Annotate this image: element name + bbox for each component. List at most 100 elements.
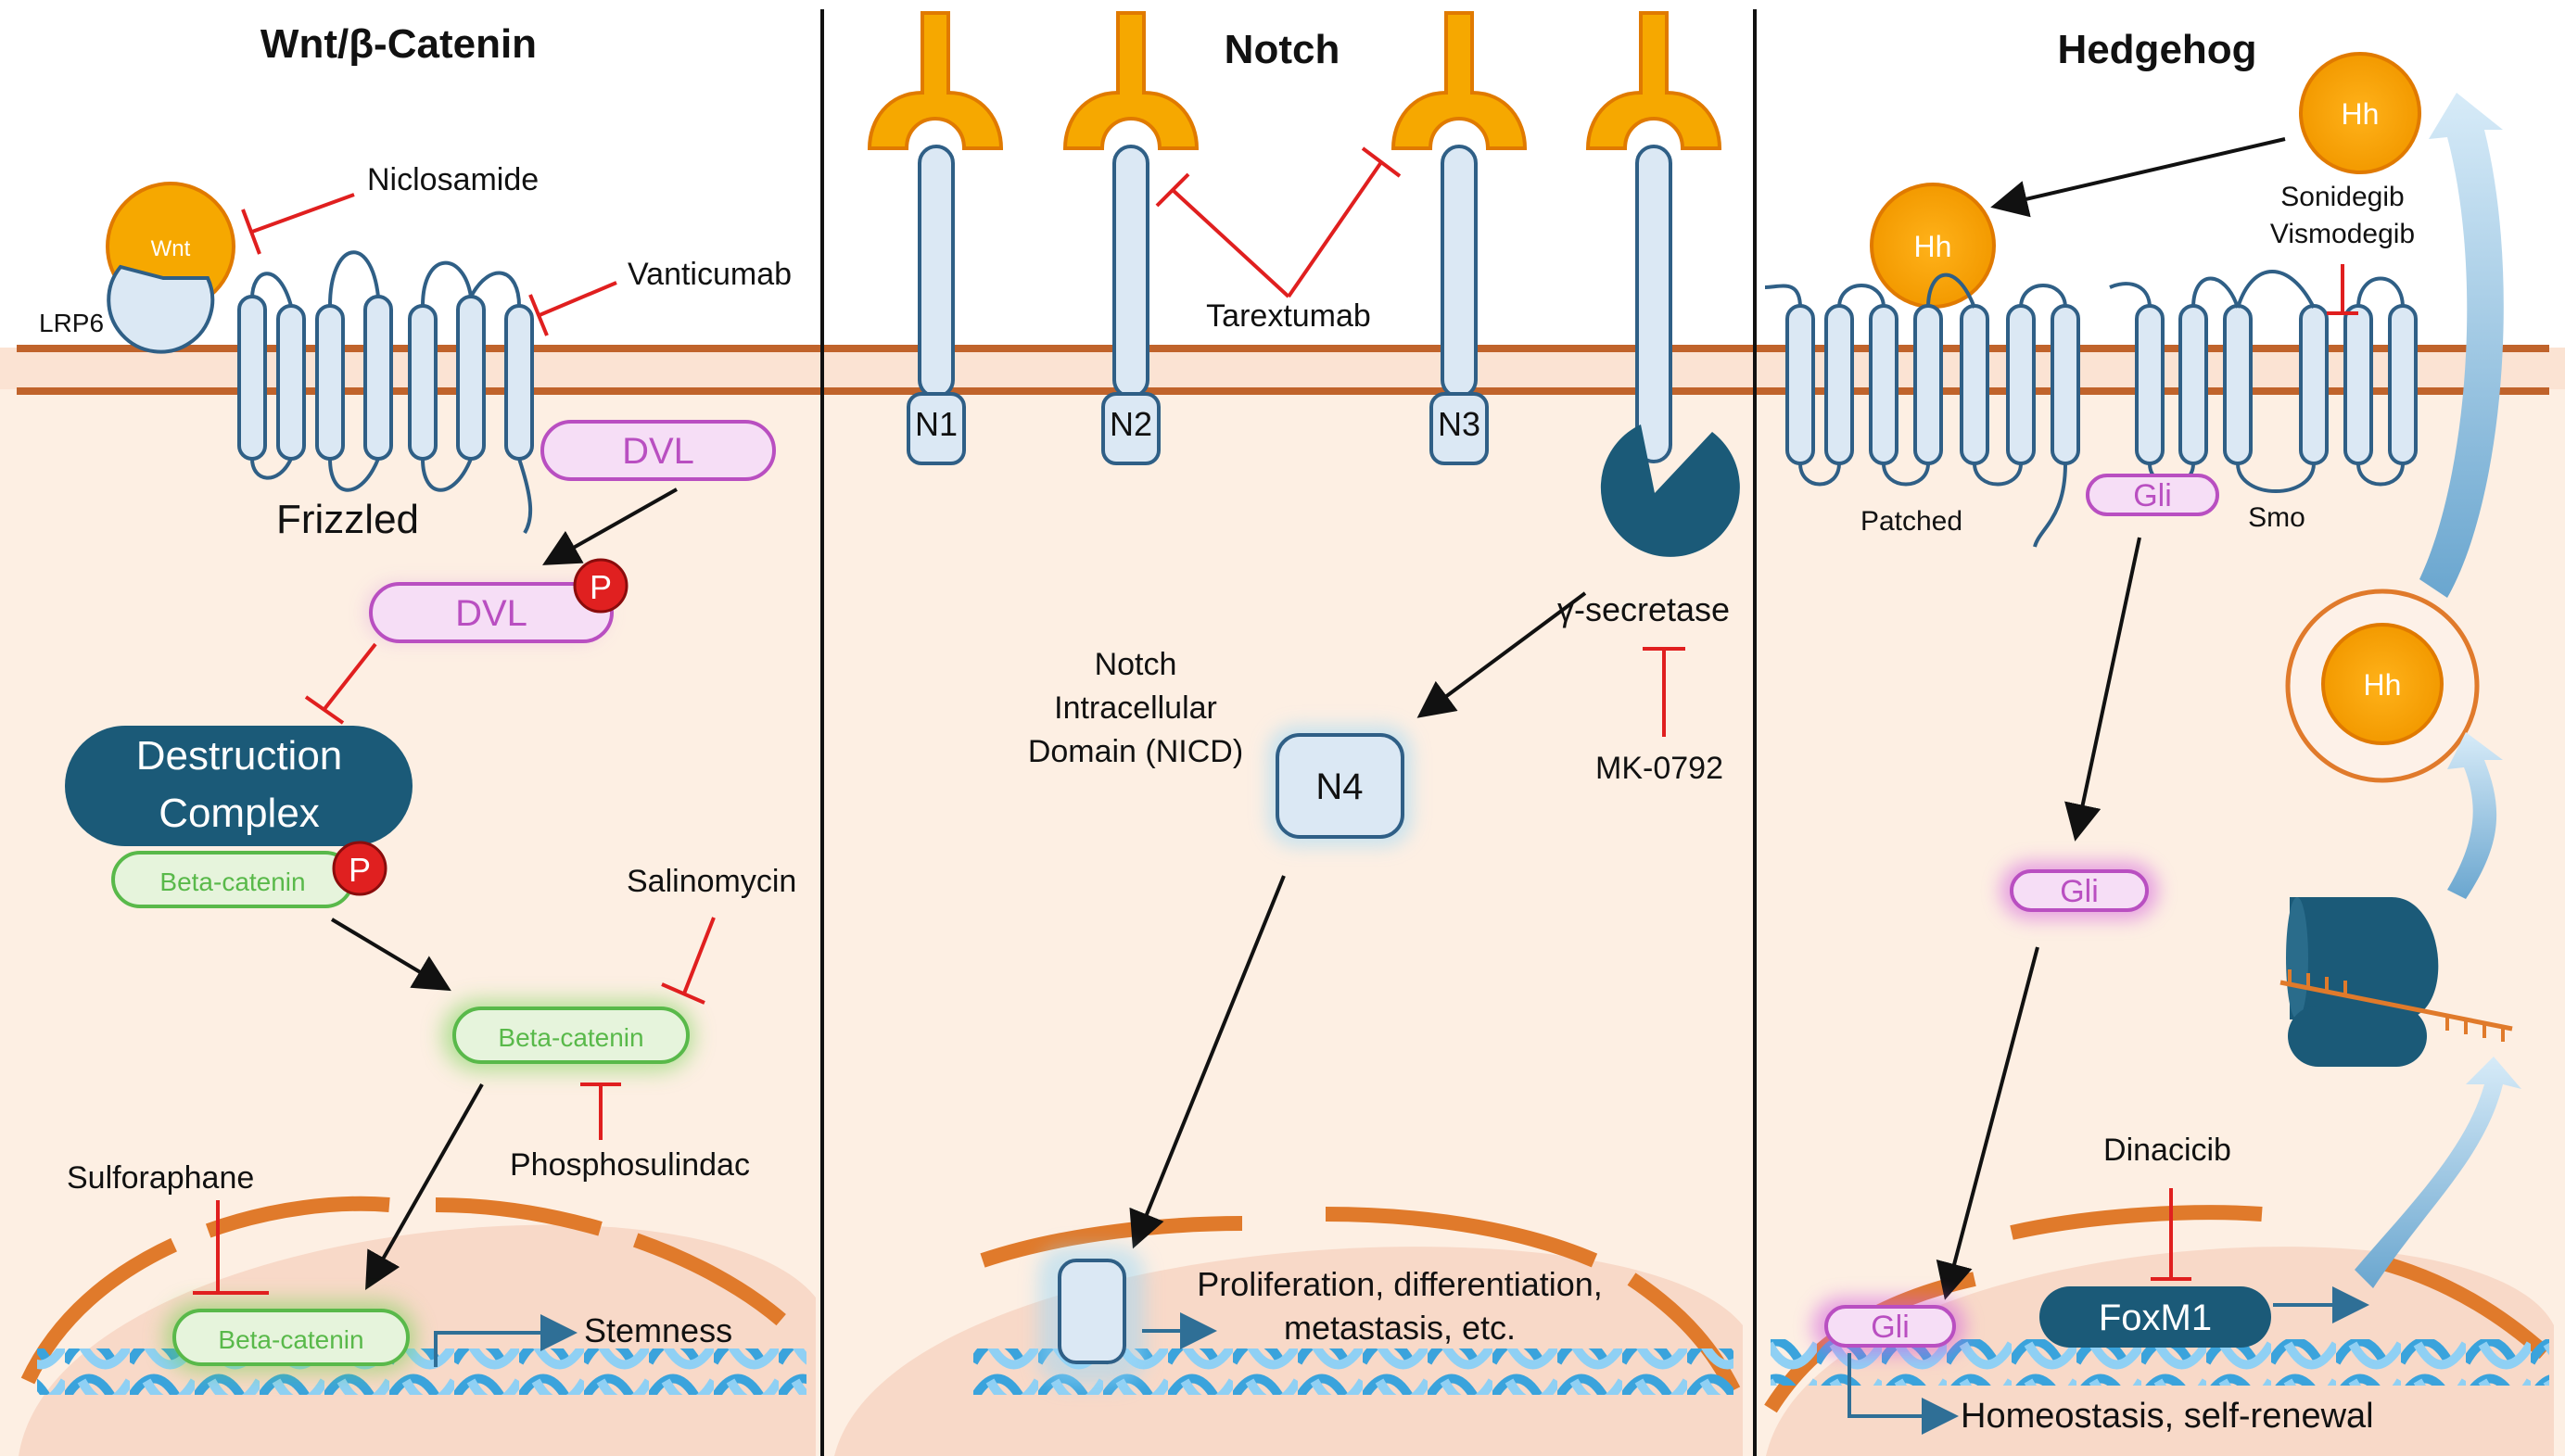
- arrow-homeostasis: [1848, 1353, 1959, 1435]
- receptor-n3-label: N3: [1438, 405, 1480, 443]
- phospho-dvl: [573, 558, 629, 614]
- notch-ligands: [867, 11, 1722, 150]
- arrow-stemness: [434, 1314, 578, 1367]
- sulforaphane-label: Sulforaphane: [67, 1160, 254, 1196]
- dvl-box: [540, 420, 776, 481]
- phosphosulindac-label: Phosphosulindac: [510, 1147, 750, 1183]
- n4-label: N4: [1315, 766, 1363, 807]
- notch-receptor-1-stalk: [918, 145, 955, 399]
- destruction-line1: Destruction: [136, 733, 343, 779]
- gamma-secretase-label: γ-secretase: [1557, 590, 1730, 628]
- nicd-nuclear-box: [1058, 1259, 1126, 1364]
- smo-label: Smo: [2248, 502, 2305, 533]
- notch-ligand-1: [867, 11, 1004, 150]
- inhibit-salinomycin: [661, 917, 716, 1005]
- frizzled-receptor: [237, 250, 534, 535]
- inhibit-phosphosulindac: [580, 1083, 621, 1140]
- inhibit-vanticumab: [528, 281, 617, 336]
- secretion-arrows: [2355, 93, 2521, 1288]
- arrow-gamma-to-n4: [1416, 591, 1587, 718]
- homeostasis-label: Homeostasis, self-renewal: [1961, 1397, 2374, 1436]
- hh-ligand-top-label: Hh: [2342, 97, 2380, 131]
- wnt-ligand-label: Wnt: [151, 236, 191, 261]
- notch-receptor-2-stalk: [1112, 145, 1149, 399]
- tarextumab-label: Tarextumab: [1206, 298, 1371, 334]
- lrp6-receptor: [107, 264, 215, 354]
- wnt-panel-title: Wnt/β-Catenin: [260, 21, 537, 67]
- vanticumab-label: Vanticumab: [628, 257, 792, 292]
- patched-label: Patched: [1860, 506, 1962, 537]
- notch-receptor-4-stalk: [1635, 145, 1672, 463]
- dinacicib-label: Dinacicib: [2103, 1133, 2231, 1168]
- phospho-beta-catenin-label: P: [349, 851, 371, 889]
- secretion-arrow-3: [2419, 93, 2504, 598]
- beta-catenin-active-label: Beta-catenin: [498, 1023, 643, 1052]
- arrow-gli-to-nucleus: [1936, 946, 2039, 1300]
- dvl-p-label: DVL: [455, 593, 527, 634]
- inhibit-sonidegib-vismodegib: [2327, 264, 2358, 315]
- gli-cyto-box: [2010, 869, 2149, 912]
- receptor-n2-label: N2: [1110, 405, 1152, 443]
- hh-ligand-top: [2299, 52, 2421, 174]
- notch-receptor-1-tail: [907, 392, 966, 465]
- inhibit-dvl-destruction: [304, 642, 377, 725]
- mk0792-label: MK-0792: [1595, 751, 1723, 786]
- gli-cyto-label: Gli: [2060, 874, 2099, 909]
- sonidegib-label: Sonidegib: [2280, 182, 2404, 212]
- arrow-gli-down: [2064, 537, 2141, 842]
- notch-ligand-4: [1585, 11, 1722, 150]
- gli-membrane-box: [2086, 474, 2219, 516]
- arrow-dvl-to-dvlp: [542, 487, 678, 565]
- destruction-complex: [65, 726, 413, 846]
- arrow-beta-to-active: [330, 918, 451, 992]
- inhibit-mk0792: [1643, 647, 1685, 737]
- arrow-beta-to-nucleus: [365, 1083, 484, 1290]
- hh-ligand-bound-label: Hh: [1914, 230, 1952, 263]
- nicd-line2: Intracellular: [1054, 690, 1217, 726]
- hedgehog-panel-title: Hedgehog: [2057, 27, 2256, 72]
- secretion-arrow-2: [2447, 732, 2503, 899]
- beta-catenin-active-box: [452, 1007, 690, 1064]
- hh-ligand-vesicle-label: Hh: [2364, 668, 2402, 702]
- foxm1-box: [2039, 1286, 2271, 1348]
- notch-outcome-line1: Proliferation, differentiation,: [1197, 1265, 1603, 1303]
- gli-membrane-label: Gli: [2133, 478, 2172, 513]
- niclosamide-label: Niclosamide: [367, 162, 539, 197]
- secretion-arrow-1: [2355, 1057, 2521, 1288]
- lrp6-label: LRP6: [39, 309, 104, 337]
- gli-nuclear-label: Gli: [1871, 1310, 1910, 1345]
- beta-catenin-p-label: Beta-catenin: [159, 867, 305, 896]
- nicd-line1: Notch: [1095, 647, 1177, 682]
- notch-receptor-3-tail: [1429, 392, 1489, 465]
- gamma-secretase: [1600, 424, 1740, 557]
- smo-receptor: [2109, 270, 2418, 493]
- beta-catenin-nuclear-label: Beta-catenin: [218, 1325, 363, 1354]
- hh-ligand-vesicle: [2321, 623, 2444, 745]
- inhibit-tarextumab: [1155, 146, 1402, 298]
- beta-catenin-nuclear-box: [172, 1309, 410, 1366]
- inhibit-sulforaphane: [193, 1200, 269, 1295]
- inhibit-dinacicib: [2151, 1188, 2191, 1281]
- salinomycin-label: Salinomycin: [627, 864, 796, 899]
- dna-wnt: [37, 1348, 806, 1395]
- notch-panel-title: Notch: [1225, 27, 1340, 72]
- receptor-n1-label: N1: [915, 405, 958, 443]
- arrow-n4-to-nucleus: [1129, 875, 1286, 1249]
- ribosome: [2279, 897, 2513, 1067]
- destruction-line2: Complex: [159, 791, 320, 836]
- notch-ligand-2: [1062, 11, 1200, 150]
- gli-nuclear-box: [1824, 1305, 1956, 1348]
- patched-receptor: [1764, 272, 2080, 548]
- foxm1-label: FoxM1: [2099, 1298, 2212, 1338]
- dvl-label: DVL: [622, 431, 694, 472]
- notch-outcome-line2: metastasis, etc.: [1284, 1309, 1516, 1347]
- inhibit-niclosamide: [241, 193, 355, 255]
- nicd-line3: Domain (NICD): [1028, 734, 1243, 769]
- stemness-label: Stemness: [584, 1311, 732, 1349]
- vismodegib-label: Vismodegib: [2270, 219, 2415, 249]
- notch-receptor-3-stalk: [1441, 145, 1478, 399]
- notch-ligand-3: [1390, 11, 1528, 150]
- n4-box: [1276, 733, 1404, 839]
- notch-receptor-2-tail: [1101, 392, 1161, 465]
